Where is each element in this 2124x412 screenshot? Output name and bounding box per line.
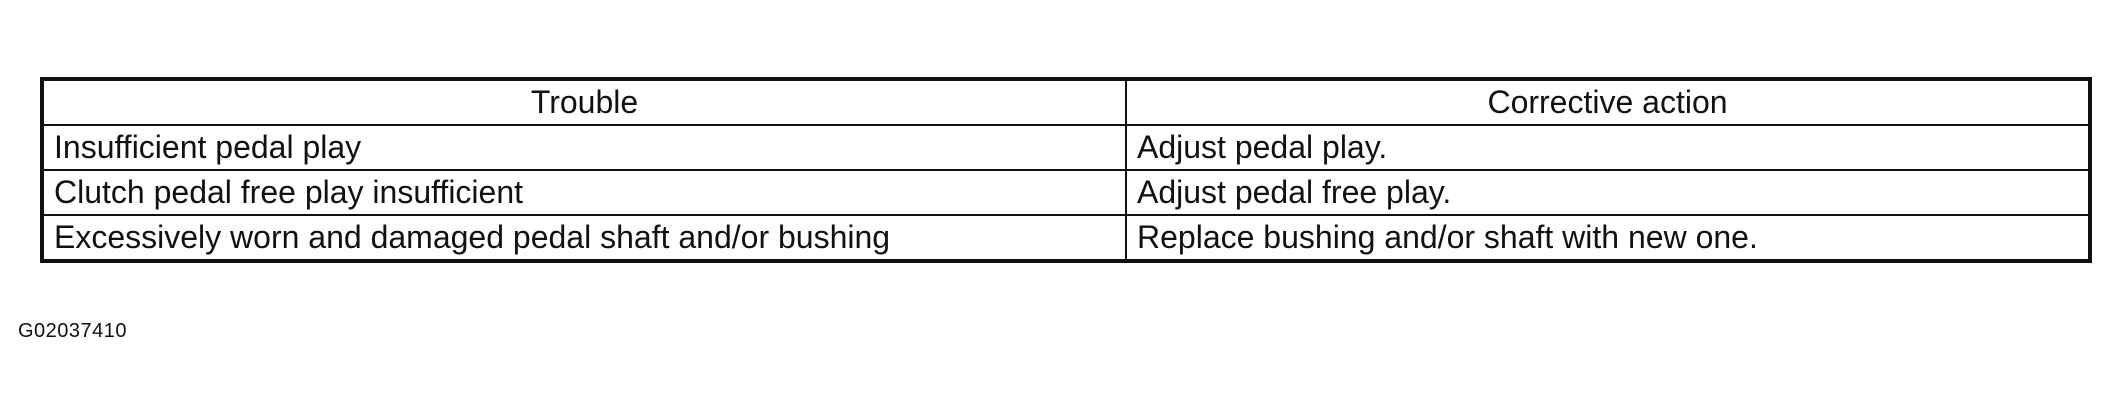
table-body: Insufficient pedal play Adjust pedal pla… (41, 124, 2091, 262)
figure-code: G02037410 (18, 320, 128, 342)
corrective-action-cell: Adjust pedal play. (1125, 124, 2091, 171)
corrective-action-cell: Replace bushing and/or shaft with new on… (1125, 214, 2091, 262)
header-row: Trouble Corrective action (41, 78, 2091, 126)
trouble-cell: Clutch pedal free play insufficient (41, 169, 1127, 216)
header-trouble: Trouble (41, 78, 1127, 126)
table-row: Excessively worn and damaged pedal shaft… (41, 214, 2091, 262)
table-row: Clutch pedal free play insufficient Adju… (41, 169, 2091, 216)
trouble-cell: Insufficient pedal play (41, 124, 1127, 171)
table-header: Trouble Corrective action (41, 78, 2091, 126)
trouble-cell: Excessively worn and damaged pedal shaft… (41, 214, 1127, 262)
table-row: Insufficient pedal play Adjust pedal pla… (41, 124, 2091, 171)
corrective-action-cell: Adjust pedal free play. (1125, 169, 2091, 216)
header-corrective-action: Corrective action (1125, 78, 2091, 126)
trouble-table: Trouble Corrective action Insufficient p… (40, 77, 2092, 263)
